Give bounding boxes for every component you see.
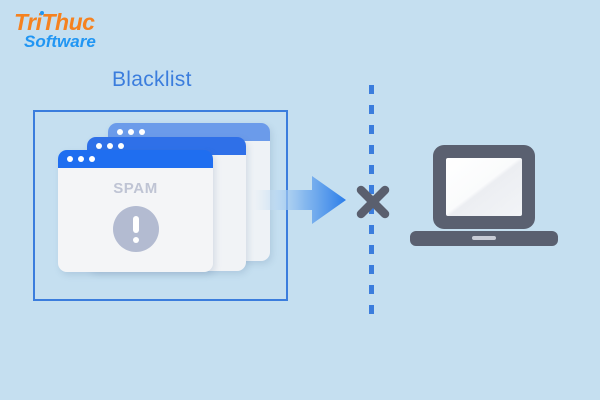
- window-dots-icon: [117, 129, 145, 135]
- window-body: SPAM: [58, 168, 213, 272]
- spam-label: SPAM: [113, 180, 158, 197]
- flow-arrow-icon: [254, 176, 346, 224]
- warning-bar: [132, 216, 139, 233]
- window-dots-icon: [67, 156, 95, 162]
- block-x-icon: [356, 185, 390, 219]
- logo-primary-text: TriThuc: [14, 9, 95, 35]
- brand-logo: TriThuc Software: [14, 10, 144, 58]
- spam-window-front: SPAM: [58, 150, 213, 272]
- laptop-icon: [410, 145, 558, 246]
- blacklist-label: Blacklist: [112, 68, 192, 91]
- window-dots-icon: [96, 143, 124, 149]
- logo-i-dot: [40, 11, 44, 15]
- warning-dot: [132, 237, 139, 243]
- window-titlebar: [58, 150, 213, 168]
- logo-secondary-text: Software: [24, 32, 96, 51]
- warning-exclamation-icon: [112, 206, 159, 252]
- window-titlebar: [108, 123, 270, 141]
